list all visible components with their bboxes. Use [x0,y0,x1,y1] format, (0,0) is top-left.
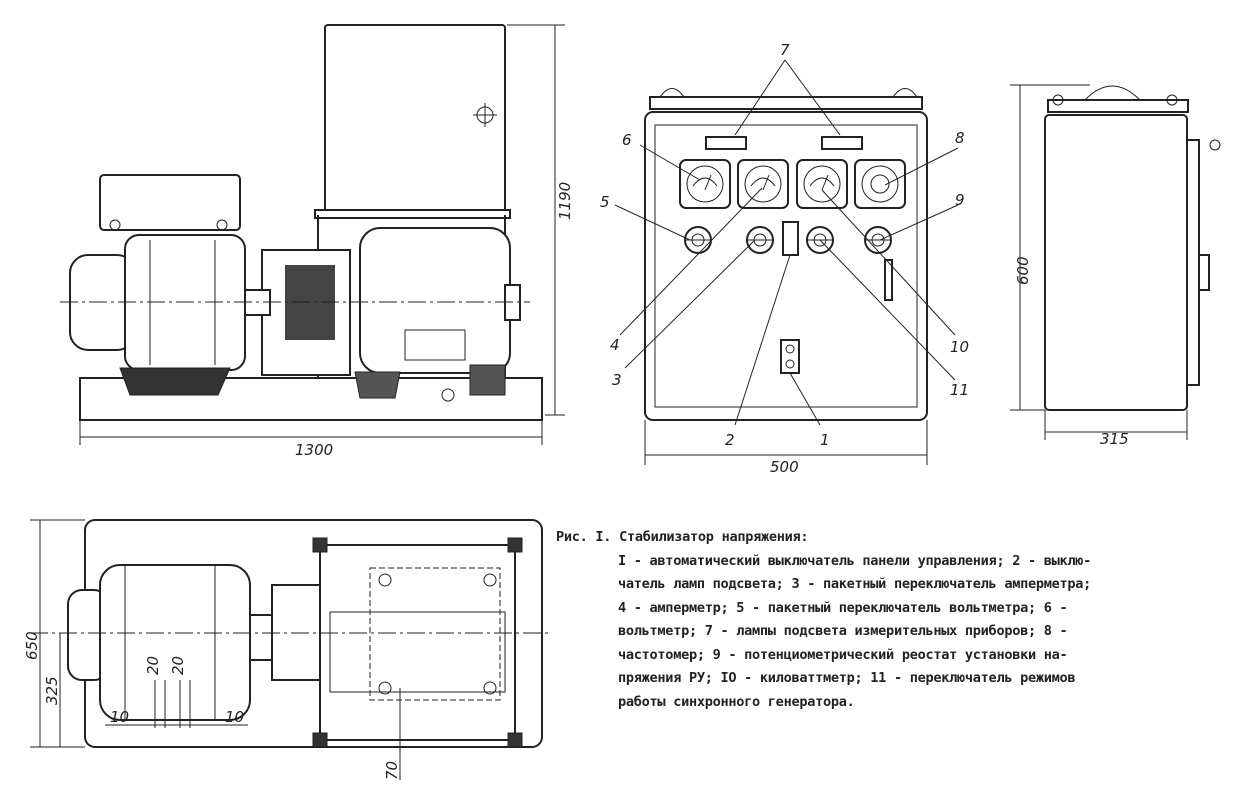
caption-line: работы синхронного генератора. [618,693,855,710]
synchronous-generator [359,227,511,374]
callout-10: 10 [950,338,969,356]
caption-line: пряжения РУ; IO - киловаттметр; 11 - пер… [618,670,1076,686]
rheostat [864,226,892,254]
front-panel-view: 7 6 5 4 3 2 1 8 9 10 11 500 [600,41,969,476]
callout-2: 2 [725,431,735,449]
callout-4: 4 [610,336,620,354]
generator-plan [319,544,516,741]
dim-offset-b: 20 [169,656,187,675]
terminal-box [99,174,241,231]
dim-offset-c: 10 [110,708,129,726]
dim-height-label: 1190 [556,182,574,220]
panel-side [1044,114,1188,411]
callout-3: 3 [612,371,622,389]
caption-line: I - автоматический выключатель панели уп… [618,552,1092,569]
motor-plan [99,564,251,721]
callout-1: 1 [820,431,830,449]
dim-panel-depth-label: 315 [1100,430,1129,448]
callout-11: 11 [950,381,969,399]
caption-title: Рис. I. Стабилизатор напряжения: [556,529,809,545]
side-view: 1190 1300 [60,24,574,459]
dim-offset-e: 70 [383,761,401,780]
control-cabinet [324,24,506,216]
caption-line: 4 - амперметр; 5 - пакетный переключател… [618,599,1068,616]
dim-panel-height-label: 600 [1014,256,1032,285]
dim-offset-a: 20 [144,656,162,675]
ammeter-selector [746,226,774,254]
callout-9: 9 [955,191,965,209]
panel-side-view: 600 315 [1010,84,1221,448]
caption-line: вольтметр; 7 - лампы подсвета измеритель… [618,623,1068,639]
dim-panel-width-label: 500 [770,458,799,476]
voltmeter [679,159,731,209]
callout-7: 7 [780,41,790,59]
kilowattmeter [796,159,848,209]
lamp-switch [782,221,799,256]
callout-8: 8 [955,129,965,147]
dim-plan-width-label: 650 [23,631,41,660]
frequency-meter [854,159,906,209]
caption-line: частотомер; 9 - потенциометрический реос… [618,646,1068,663]
caption-line: чатель ламп подсвета; 3 - пакетный перек… [618,576,1092,592]
backlight-lamp [705,136,747,150]
top-view: 650 325 20 20 10 10 70 [23,519,550,780]
callout-6: 6 [622,131,632,149]
dim-length-label: 1300 [295,441,333,459]
backlight-lamp [821,136,863,150]
top-bracket [649,96,923,110]
motor-foot [119,367,231,396]
dim-plan-half-label: 325 [43,676,61,705]
callout-5: 5 [600,193,610,211]
ammeter [737,159,789,209]
dim-offset-d: 10 [225,708,244,726]
figure-caption: Рис. I. Стабилизатор напряжения: I - авт… [556,526,1091,714]
